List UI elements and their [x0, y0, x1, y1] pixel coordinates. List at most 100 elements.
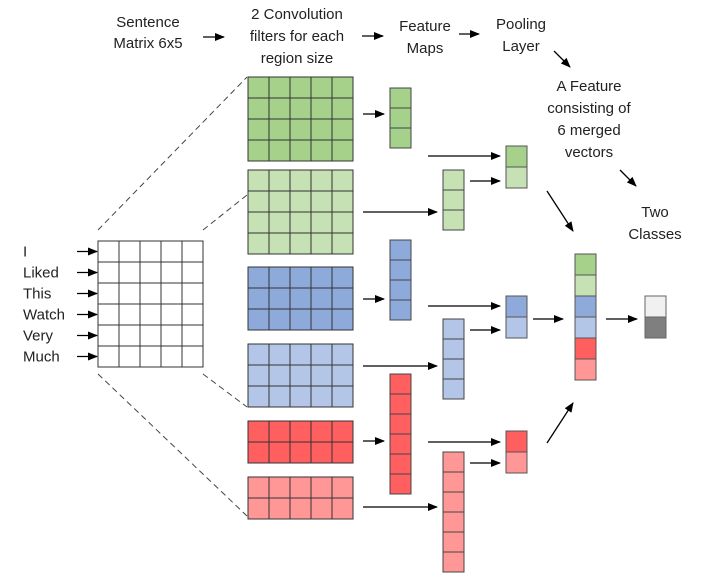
feature-map-cell: [442, 209, 465, 231]
header-feature-maps-line1: Feature: [399, 18, 451, 35]
filter-cell: [310, 308, 333, 331]
filter-cell: [289, 441, 312, 464]
merged-cell: [574, 316, 597, 339]
pooled-cell: [505, 166, 528, 189]
feature-map-cell: [442, 491, 465, 513]
matrix-cell: [160, 282, 183, 305]
matrix-cell: [181, 240, 204, 263]
pooled-pair-1: [505, 145, 528, 189]
header-merged-line1: A Feature: [556, 78, 621, 95]
feature-map-cell: [442, 338, 465, 360]
feature-map-4: [442, 318, 465, 400]
matrix-cell: [160, 345, 183, 368]
filter-cell: [310, 364, 333, 387]
matrix-cell: [160, 303, 183, 326]
merged-cell: [574, 253, 597, 276]
projection-line: [202, 194, 248, 231]
matrix-cell: [118, 282, 141, 305]
matrix-cell: [118, 324, 141, 347]
feature-map-cell: [389, 279, 412, 301]
filter-cell: [310, 343, 333, 366]
conv-filters: [247, 76, 354, 520]
matrix-cell: [160, 324, 183, 347]
word-label: I: [23, 244, 27, 261]
filter-cell: [289, 308, 312, 331]
filter-cell: [247, 287, 270, 310]
projection-line: [97, 76, 248, 231]
filter-cell: [289, 266, 312, 289]
matrix-cell: [97, 261, 120, 284]
feature-map-cell: [442, 378, 465, 400]
feature-map-cell: [442, 169, 465, 191]
word-label: Liked: [23, 265, 59, 282]
filter-cell: [268, 169, 291, 192]
filter-cell: [331, 190, 354, 213]
word-label: Much: [23, 349, 60, 366]
feature-map-6: [442, 451, 465, 573]
filter-cell: [331, 211, 354, 234]
filter-cell: [247, 476, 270, 499]
feature-map-cell: [389, 373, 412, 395]
matrix-cell: [139, 261, 162, 284]
pooled-pair-2: [505, 295, 528, 339]
filter-2: [247, 169, 354, 255]
filter-cell: [331, 139, 354, 162]
filter-cell: [331, 385, 354, 408]
filter-cell: [310, 118, 333, 141]
filter-cell: [331, 97, 354, 120]
projection-lines: [97, 76, 248, 517]
feature-map-cell: [442, 511, 465, 533]
filter-cell: [310, 169, 333, 192]
filter-cell: [247, 211, 270, 234]
matrix-cell: [97, 324, 120, 347]
matrix-cell: [139, 303, 162, 326]
pooled-cell: [505, 316, 528, 339]
filter-cell: [331, 364, 354, 387]
feature-map-cell: [389, 127, 412, 149]
filter-cell: [331, 476, 354, 499]
filter-cell: [310, 139, 333, 162]
feature-map-cell: [389, 107, 412, 129]
matrix-cell: [181, 261, 204, 284]
header-pooling: Pooling Layer: [496, 16, 546, 55]
filter-cell: [310, 211, 333, 234]
header-sentence-matrix: Sentence Matrix 6x5: [113, 14, 182, 52]
pooled-cell: [505, 145, 528, 168]
feature-map-1: [389, 87, 412, 149]
matrix-cell: [181, 345, 204, 368]
feature-map-cell: [389, 87, 412, 109]
filter-cell: [268, 308, 291, 331]
feature-map-cell: [442, 189, 465, 211]
feature-map-5: [389, 373, 412, 495]
feature-map-cell: [389, 433, 412, 455]
matrix-cell: [181, 303, 204, 326]
matrix-cell: [118, 303, 141, 326]
filter-cell: [268, 139, 291, 162]
filter-cell: [247, 308, 270, 331]
matrix-cell: [97, 303, 120, 326]
header-merged-line3: 6 merged: [557, 122, 620, 139]
merged-cell: [574, 337, 597, 360]
filter-cell: [331, 441, 354, 464]
header-arrow-5: [619, 169, 637, 187]
word-label: This: [23, 286, 51, 303]
feature-map-cell: [389, 453, 412, 475]
filter-cell: [310, 266, 333, 289]
filter-4: [247, 343, 354, 408]
filter-3: [247, 266, 354, 331]
header-conv-filters-line2: filters for each: [250, 28, 344, 45]
header-conv-filters: 2 Convolution filters for each region si…: [250, 6, 344, 67]
filter-cell: [268, 118, 291, 141]
header-sentence-matrix-line2: Matrix 6x5: [113, 35, 182, 52]
feature-map-cell: [442, 358, 465, 380]
feature-map-cell: [442, 551, 465, 573]
filter-cell: [331, 287, 354, 310]
header-merged: A Feature consisting of 6 merged vectors: [547, 78, 631, 161]
filter-cell: [289, 118, 312, 141]
feature-map-2: [442, 169, 465, 231]
matrix-cell: [118, 240, 141, 263]
filter-cell: [289, 343, 312, 366]
filter-cell: [289, 420, 312, 443]
filter-cell: [247, 497, 270, 520]
flow-arrows: [363, 110, 638, 511]
